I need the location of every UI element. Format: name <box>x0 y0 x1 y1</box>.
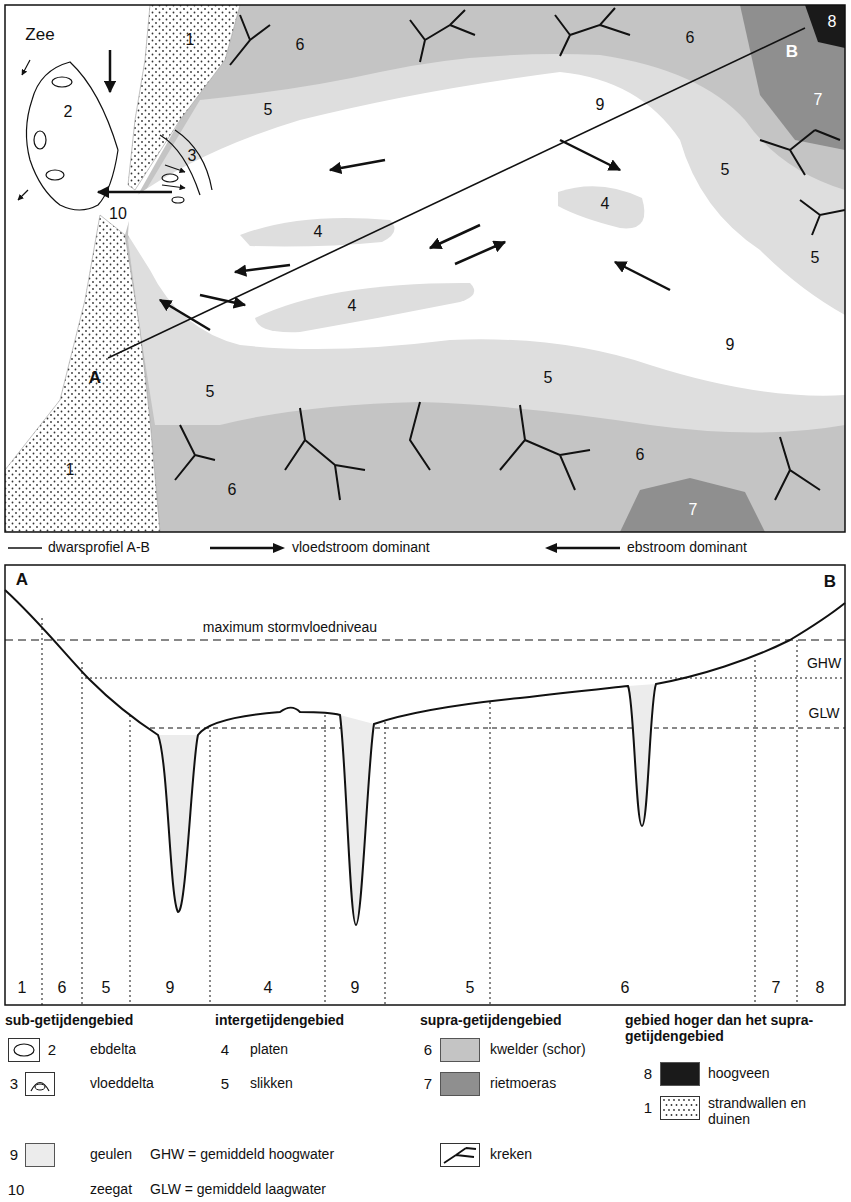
callout-number: 6 <box>636 446 645 464</box>
callout-number: 7 <box>424 1075 432 1092</box>
label-text: GLW <box>809 705 840 721</box>
callout-number: 1 <box>644 1099 652 1116</box>
callout-number: 2 <box>48 1041 56 1058</box>
legend-text: vloeddelta <box>90 1075 154 1091</box>
callout-number: 4 <box>221 1041 229 1058</box>
callout-number: 5 <box>102 979 111 997</box>
legend-swatch <box>440 1038 480 1062</box>
callout-number: 9 <box>351 979 360 997</box>
callout-number: 2 <box>64 103 73 121</box>
callout-number: 6 <box>424 1041 432 1058</box>
legend-text: rietmoeras <box>490 1075 556 1091</box>
label-text: slikken <box>250 1075 293 1091</box>
callout-number: 6 <box>296 36 305 54</box>
legend-text: kwelder (schor) <box>490 1041 586 1057</box>
legend-sample <box>545 536 620 560</box>
callout-number: 9 <box>166 979 175 997</box>
legend-sample <box>660 1096 700 1120</box>
callout-number: 6 <box>58 979 67 997</box>
legend-text: ebstroom dominant <box>627 539 747 555</box>
callout-number: 9 <box>10 1146 18 1163</box>
label-text: gebied hoger dan het supra-getijdengebie… <box>625 1012 840 1044</box>
label-text: supra-getijdengebied <box>420 1012 562 1028</box>
label-text: zeegat <box>90 1181 132 1197</box>
label-text: intergetijdengebied <box>215 1012 344 1028</box>
legend-text: hoogveen <box>708 1065 770 1081</box>
callout-number: 4 <box>601 195 610 213</box>
legend-text: geulen <box>90 1146 132 1162</box>
callout-number: 6 <box>228 481 237 499</box>
legend-text: vloedstroom dominant <box>292 539 430 555</box>
callout-number: 4 <box>348 297 357 315</box>
callout-number: 6 <box>621 979 630 997</box>
callout-number: 4 <box>314 223 323 241</box>
callout-number: 8 <box>828 13 837 31</box>
legend-swatch <box>440 1072 480 1096</box>
label-text: maximum stormvloedniveau <box>203 619 377 635</box>
label-text: platen <box>250 1041 288 1057</box>
callout-number: A <box>16 570 28 590</box>
legend-text: dwarsprofiel A-B <box>48 539 150 555</box>
callout-number: 4 <box>264 979 273 997</box>
callout-number: 10 <box>8 1181 25 1198</box>
legend-sample <box>8 536 42 560</box>
label-text: sub-getijdengebied <box>5 1012 133 1028</box>
callout-number: 1 <box>186 31 195 49</box>
label-text: Zee <box>25 25 54 45</box>
legend-swatch <box>660 1062 700 1086</box>
callout-number: 5 <box>206 383 215 401</box>
legend-text: strandwallen en duinen <box>708 1095 833 1127</box>
callout-number: 7 <box>814 91 823 109</box>
label-text: GHW <box>807 655 841 671</box>
callout-number: 5 <box>544 369 553 387</box>
callout-number: 10 <box>109 205 127 223</box>
legend-sample <box>25 1072 55 1096</box>
callout-number: 6 <box>686 29 695 47</box>
legend-sample <box>440 1143 480 1167</box>
callout-number: 5 <box>811 249 820 267</box>
callout-number: B <box>824 572 836 592</box>
legend-sample <box>8 1038 40 1062</box>
callout-number: 5 <box>221 1075 229 1092</box>
callout-number: 7 <box>772 979 781 997</box>
callout-number: 5 <box>264 101 273 119</box>
label-text: GHW = gemiddeld hoogwater <box>150 1146 334 1162</box>
callout-number: 7 <box>689 501 698 519</box>
label-text: GLW = gemiddeld laagwater <box>150 1181 326 1197</box>
callout-number: 8 <box>644 1065 652 1082</box>
callout-number: 9 <box>596 96 605 114</box>
callout-number: 9 <box>726 336 735 354</box>
legend-swatch <box>25 1143 55 1167</box>
legend-sample <box>210 536 285 560</box>
callout-number: 3 <box>188 147 197 165</box>
callout-number: 3 <box>10 1075 18 1092</box>
legend-text: ebdelta <box>90 1041 136 1057</box>
callout-number: 5 <box>721 161 730 179</box>
callout-number: 1 <box>18 979 27 997</box>
callout-number: 8 <box>816 979 825 997</box>
callout-number: 5 <box>466 979 475 997</box>
legend-text: kreken <box>490 1146 532 1162</box>
callout-number: B <box>786 42 798 62</box>
callout-number: 1 <box>66 461 75 479</box>
callout-number: A <box>89 368 101 388</box>
